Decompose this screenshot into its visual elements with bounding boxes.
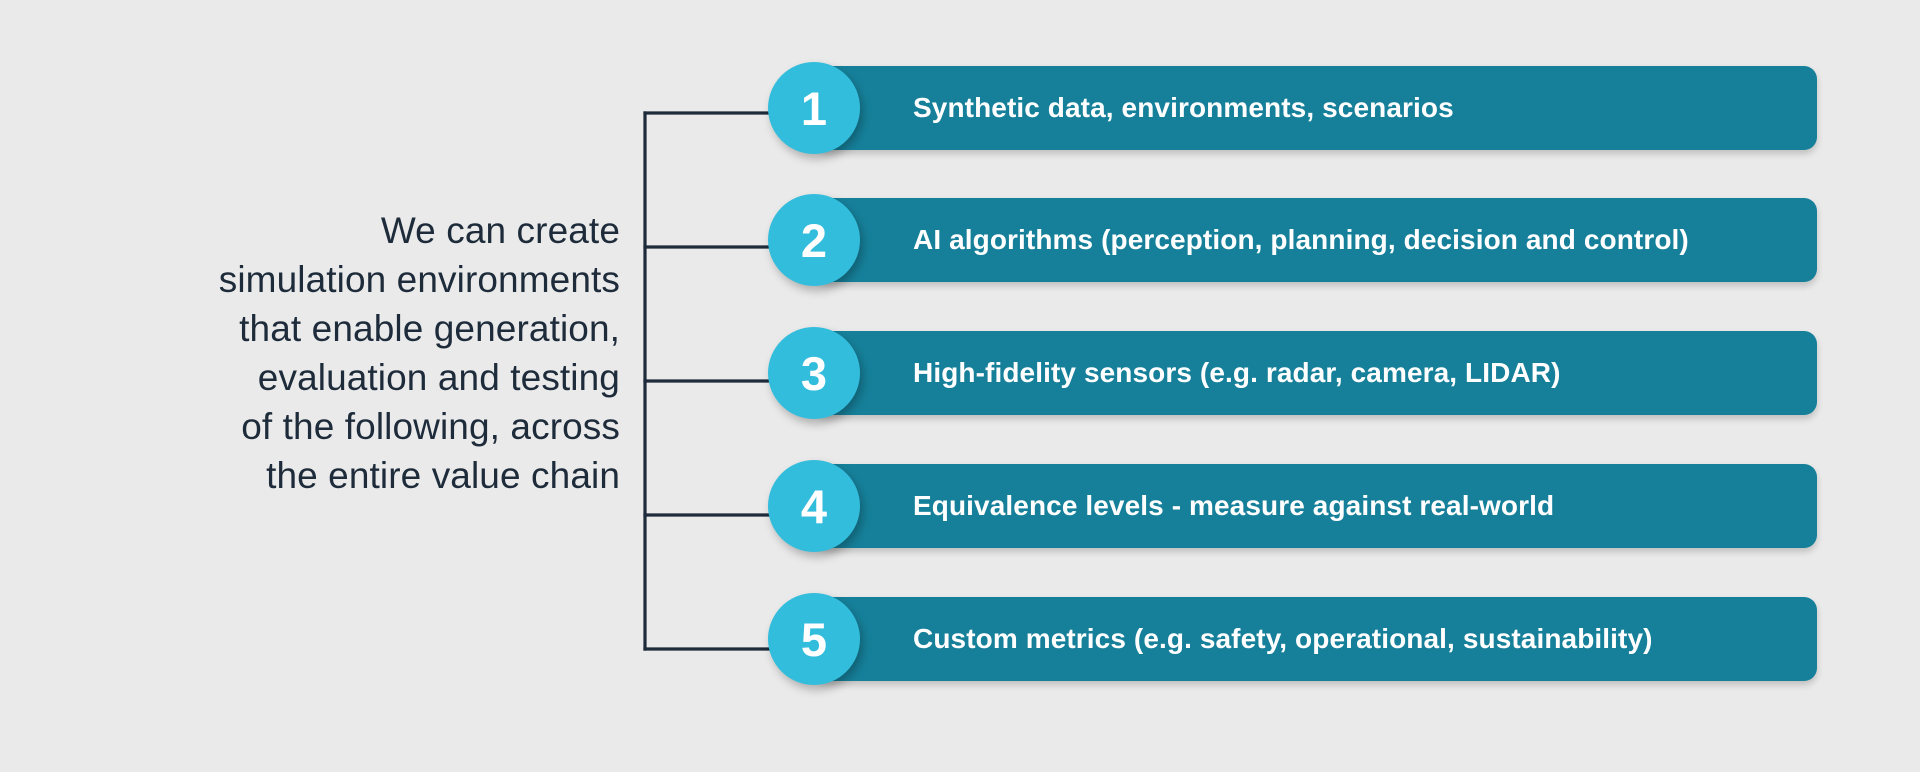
item-bar[interactable]: AI algorithms (perception, planning, dec… [816, 198, 1817, 282]
item-label: Equivalence levels - measure against rea… [913, 490, 1555, 521]
item-label: Custom metrics (e.g. safety, operational… [913, 623, 1653, 654]
item-number-badge: 2 [768, 194, 860, 286]
item-bar[interactable]: Synthetic data, environments, scenarios [816, 66, 1817, 150]
list-item[interactable]: Synthetic data, environments, scenarios … [768, 62, 1817, 154]
item-label: Synthetic data, environments, scenarios [913, 92, 1454, 123]
item-label: High-fidelity sensors (e.g. radar, camer… [913, 357, 1561, 388]
item-bar[interactable]: Equivalence levels - measure against rea… [816, 464, 1817, 548]
intro-text: We can create simulation environments th… [218, 210, 620, 496]
item-number-badge: 4 [768, 460, 860, 552]
item-bar[interactable]: Custom metrics (e.g. safety, operational… [816, 597, 1817, 681]
item-number-badge: 3 [768, 327, 860, 419]
item-bar[interactable]: High-fidelity sensors (e.g. radar, camer… [816, 331, 1817, 415]
list-item[interactable]: AI algorithms (perception, planning, dec… [768, 194, 1817, 286]
list-item[interactable]: Custom metrics (e.g. safety, operational… [768, 593, 1817, 685]
item-number-badge: 5 [768, 593, 860, 685]
list-item[interactable]: High-fidelity sensors (e.g. radar, camer… [768, 327, 1817, 419]
item-number-badge: 1 [768, 62, 860, 154]
item-label: AI algorithms (perception, planning, dec… [913, 224, 1689, 255]
list-item[interactable]: Equivalence levels - measure against rea… [768, 460, 1817, 552]
